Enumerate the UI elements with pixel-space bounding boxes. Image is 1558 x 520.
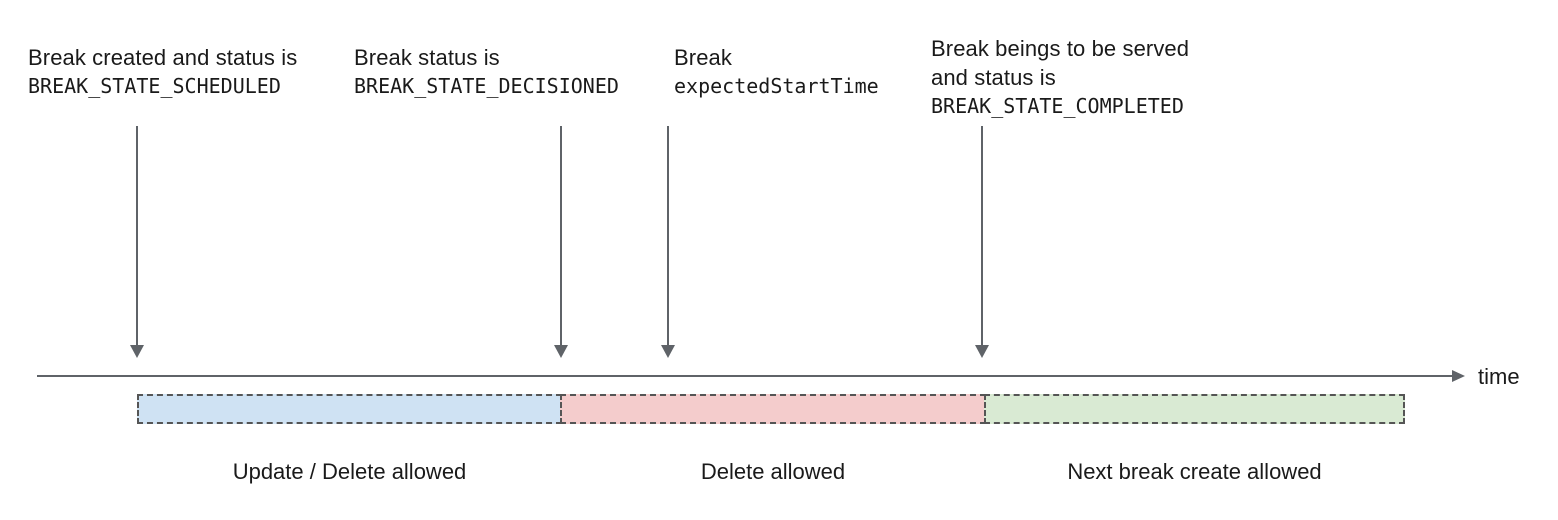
- annotation-text: Break status is: [354, 45, 500, 70]
- down-arrow-icon: [661, 126, 675, 358]
- time-axis-label: time: [1478, 364, 1520, 389]
- down-arrow-icon: [554, 126, 568, 358]
- time-axis-arrowhead-icon: [1452, 370, 1465, 382]
- annotation-break-decisioned: Break status is BREAK_STATE_DECISIONED: [354, 43, 674, 101]
- annotation-code: expectedStartTime: [674, 74, 879, 98]
- annotation-expected-start-time: Break expectedStartTime: [674, 43, 924, 101]
- segment-next-break-create-allowed: [984, 394, 1405, 424]
- annotation-text: Break created and status is: [28, 45, 298, 70]
- annotation-code: BREAK_STATE_SCHEDULED: [28, 74, 281, 98]
- segment-label: Update / Delete allowed: [232, 459, 467, 484]
- segment-label: Delete allowed: [700, 459, 846, 484]
- segment-delete-allowed: [560, 394, 986, 424]
- annotation-text: Break: [674, 45, 732, 70]
- annotation-text: Break beings to be served and status is: [931, 36, 1190, 90]
- annotation-break-scheduled: Break created and status is BREAK_STATE_…: [28, 43, 358, 101]
- annotation-code: BREAK_STATE_COMPLETED: [931, 94, 1184, 118]
- time-axis-line: [37, 375, 1452, 377]
- down-arrow-icon: [130, 126, 144, 358]
- annotation-code: BREAK_STATE_DECISIONED: [354, 74, 619, 98]
- segment-label: Next break create allowed: [1067, 459, 1322, 484]
- annotation-break-completed: Break beings to be served and status is …: [931, 34, 1231, 121]
- segment-update-delete-allowed: [137, 394, 562, 424]
- down-arrow-icon: [975, 126, 989, 358]
